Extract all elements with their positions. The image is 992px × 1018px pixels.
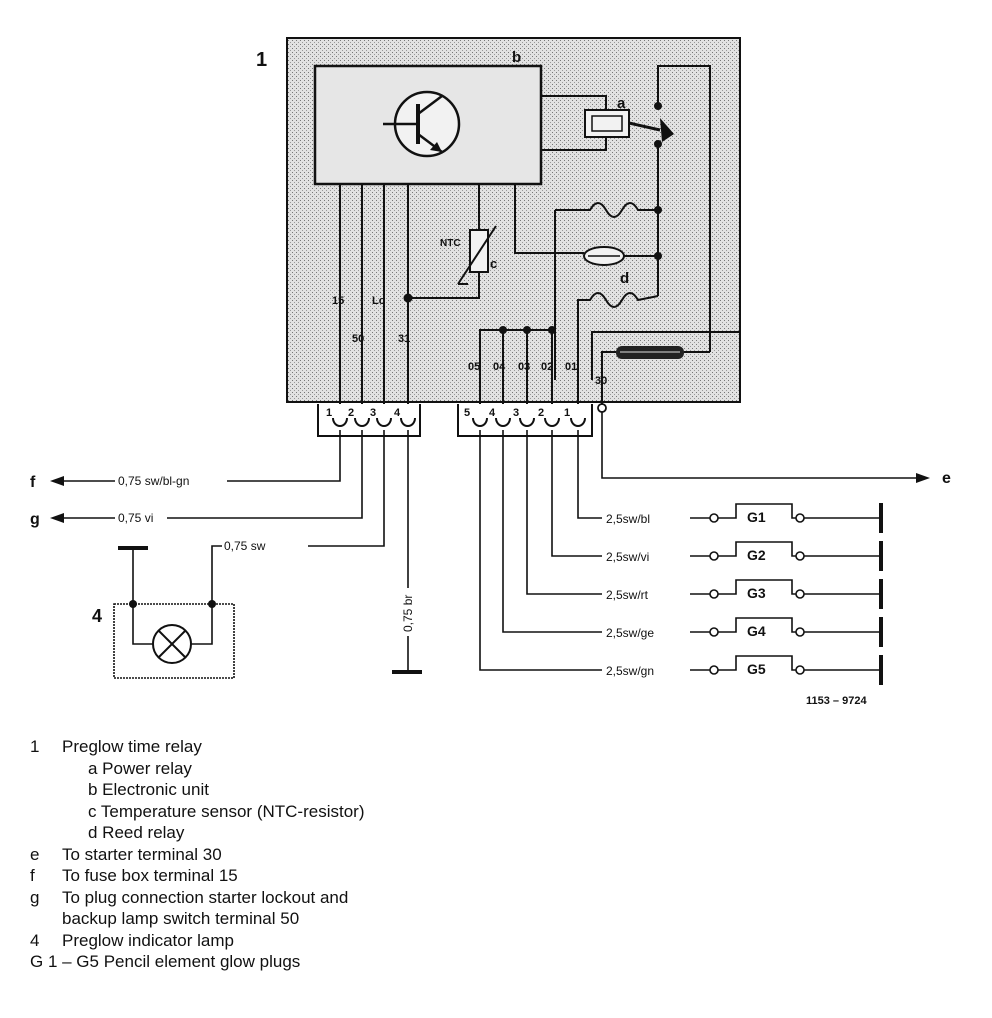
pin-left-4: 4 (394, 407, 401, 419)
wire-g-label: 0,75 vi (118, 511, 153, 525)
lamp-icon (152, 624, 192, 664)
terminal-01: 01 (565, 361, 577, 373)
pin-right-2: 2 (538, 407, 544, 419)
terminal-02: 02 (541, 361, 553, 373)
legend-text: Pencil element glow plugs (103, 952, 301, 971)
pin-right-5: 5 (464, 407, 470, 419)
legend-text: To starter terminal 30 (62, 844, 222, 864)
terminal-05: 05 (468, 361, 480, 373)
glow-plug-g3: 2,5sw/rt G3 (602, 579, 883, 609)
legend-key: g (30, 887, 40, 907)
wire-lamp-label: 0,75 sw (224, 539, 266, 553)
relay-number: 1 (256, 49, 267, 71)
end-e: e (942, 470, 951, 487)
legend-item: backup lamp switch terminal 50 (30, 908, 364, 930)
lamp-number: 4 (92, 606, 102, 626)
end-g: g (30, 511, 40, 528)
connector-right (457, 404, 593, 437)
wire-ground-label: 0,75 br (401, 595, 415, 632)
terminal-31: 31 (398, 333, 410, 345)
transistor-icon (383, 90, 461, 158)
legend-text: b Electronic unit (88, 780, 209, 799)
glow-plug-g5-label: G5 (747, 661, 766, 677)
legend-item: d Reed relay (30, 822, 364, 844)
label-a: a (617, 95, 626, 112)
legend-item: G 1 – G5 Pencil element glow plugs (30, 951, 364, 973)
legend-item: c Temperature sensor (NTC-resistor) (30, 801, 364, 823)
legend-key: 4 (30, 930, 40, 950)
wire-f-label: 0,75 sw/bl-gn (118, 474, 189, 488)
pin-left-3: 3 (370, 407, 376, 419)
pin-left-1: 1 (326, 407, 332, 419)
legend-text: Preglow indicator lamp (62, 930, 234, 950)
terminal-lo: Lo (372, 295, 386, 307)
pin-left-2: 2 (348, 407, 354, 419)
shunt-resistor (616, 346, 684, 359)
terminal-15: 15 (332, 295, 344, 307)
label-b: b (512, 49, 521, 66)
legend-text: d Reed relay (88, 823, 185, 842)
glow-plug-g3-label: G3 (747, 585, 766, 601)
figure-code: 1153 – 9724 (806, 695, 867, 707)
label-ntc: NTC (440, 238, 461, 249)
terminal-50: 50 (352, 333, 364, 345)
glow-plug-g5: 2,5sw/gn G5 (602, 655, 883, 685)
connector-pin-cups (332, 417, 586, 427)
legend-item: a Power relay (30, 758, 364, 780)
legend-item: 1 Preglow time relay (30, 736, 364, 758)
glow-plug-g4-label: G4 (747, 623, 766, 639)
label-c: c (490, 256, 497, 271)
legend: 1 Preglow time relay a Power relay b Elec… (30, 736, 364, 973)
legend-key: e (30, 844, 40, 864)
glow-plug-g2-label: G2 (747, 547, 766, 563)
glow-plug-g1-label: G1 (747, 509, 766, 525)
relay-contact (628, 102, 674, 148)
indicator-lamp-box (113, 603, 235, 679)
glow-plug-g4: 2,5sw/ge G4 (602, 617, 883, 647)
legend-item: 4 Preglow indicator lamp (30, 930, 364, 952)
legend-text: c Temperature sensor (NTC-resistor) (88, 801, 365, 821)
glow-plug-g1-wire: 2,5sw/bl (606, 512, 650, 526)
legend-key: f (30, 866, 35, 885)
terminal-04: 04 (493, 361, 506, 373)
legend-item: g To plug connection starter lockout and (30, 887, 364, 909)
legend-key: G 1 – G5 (30, 952, 99, 971)
connector-left (317, 404, 421, 437)
label-d: d (620, 270, 629, 287)
end-f: f (30, 474, 36, 491)
glow-plug-g4-wire: 2,5sw/ge (606, 626, 654, 640)
glow-plug-g2-wire: 2,5sw/vi (606, 550, 649, 564)
pin-right-4: 4 (489, 407, 496, 419)
legend-text: backup lamp switch terminal 50 (62, 909, 300, 928)
terminal-30: 30 (595, 375, 607, 387)
legend-text: Preglow time relay (62, 737, 202, 756)
legend-text: a Power relay (88, 758, 192, 778)
pin-right-3: 3 (513, 407, 519, 419)
wiring-diagram: 1 b a d NTC c (30, 37, 951, 707)
glow-plug-g2: 2,5sw/vi G2 (602, 541, 883, 571)
legend-text: To plug connection starter lockout and (62, 887, 349, 907)
legend-item: b Electronic unit (30, 779, 364, 801)
glow-plug-g5-wire: 2,5sw/gn (606, 664, 654, 678)
pin-right-1: 1 (564, 407, 570, 419)
legend-text: To fuse box terminal 15 (62, 866, 238, 885)
glow-plug-g1: 2,5sw/bl G1 (602, 503, 883, 533)
legend-item: f To fuse box terminal 15 (30, 865, 364, 887)
legend-item: e To starter terminal 30 (30, 844, 364, 866)
terminal-03: 03 (518, 361, 530, 373)
glow-plug-g3-wire: 2,5sw/rt (606, 588, 649, 602)
legend-key: 1 (30, 737, 40, 756)
